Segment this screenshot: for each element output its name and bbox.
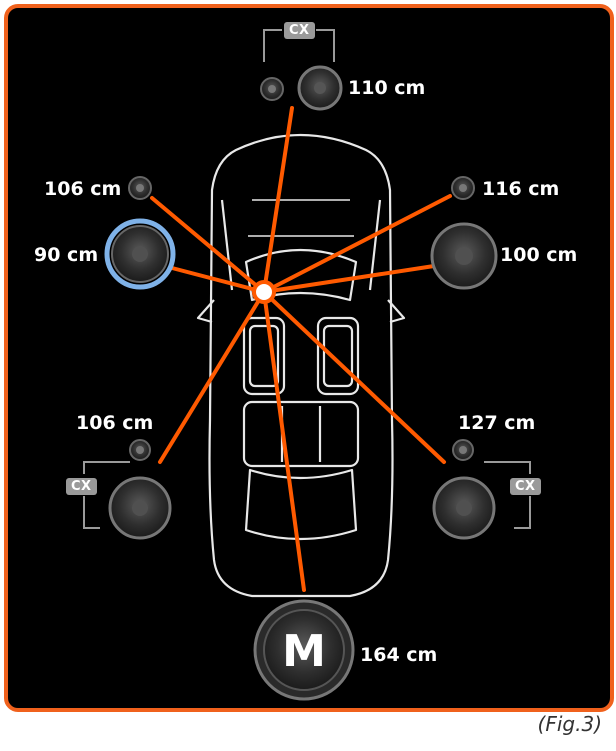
woofer-left-speaker-icon <box>104 218 176 290</box>
listening-position <box>252 280 276 304</box>
distance-label-rear-left: 106 cm <box>76 412 154 434</box>
cx-badge-rear-left: CX <box>66 478 97 495</box>
cx-badge-top: CX <box>284 22 315 39</box>
woofer-right-speaker-icon <box>430 222 498 290</box>
diagram-frame <box>4 4 614 712</box>
rear-right-speaker-icon <box>432 476 496 540</box>
car-outline <box>196 133 406 598</box>
cx-badge-rear-right: CX <box>510 478 541 495</box>
distance-label-tweeter-right: 116 cm <box>482 178 560 200</box>
tweeter-icon <box>128 176 152 200</box>
subwoofer-icon: M <box>253 599 355 701</box>
rear-left-speaker-icon <box>108 476 172 540</box>
tweeter-icon <box>452 439 474 461</box>
figure-caption: (Fig.3) <box>537 712 602 736</box>
midrange-speaker-icon <box>297 65 343 111</box>
subwoofer-letter: M <box>282 626 326 677</box>
tweeter-icon <box>260 77 284 101</box>
distance-label-woofer-left: 90 cm <box>34 244 99 266</box>
tweeter-icon <box>129 439 151 461</box>
distance-label-top-mid: 110 cm <box>348 77 426 99</box>
distance-label-woofer-right: 100 cm <box>500 244 578 266</box>
distance-lines <box>150 106 452 592</box>
distance-label-subwoofer: 164 cm <box>360 644 438 666</box>
distance-label-tweeter-left: 106 cm <box>44 178 122 200</box>
distance-label-rear-right: 127 cm <box>458 412 536 434</box>
cx-brackets <box>83 29 531 529</box>
tweeter-icon <box>451 176 475 200</box>
